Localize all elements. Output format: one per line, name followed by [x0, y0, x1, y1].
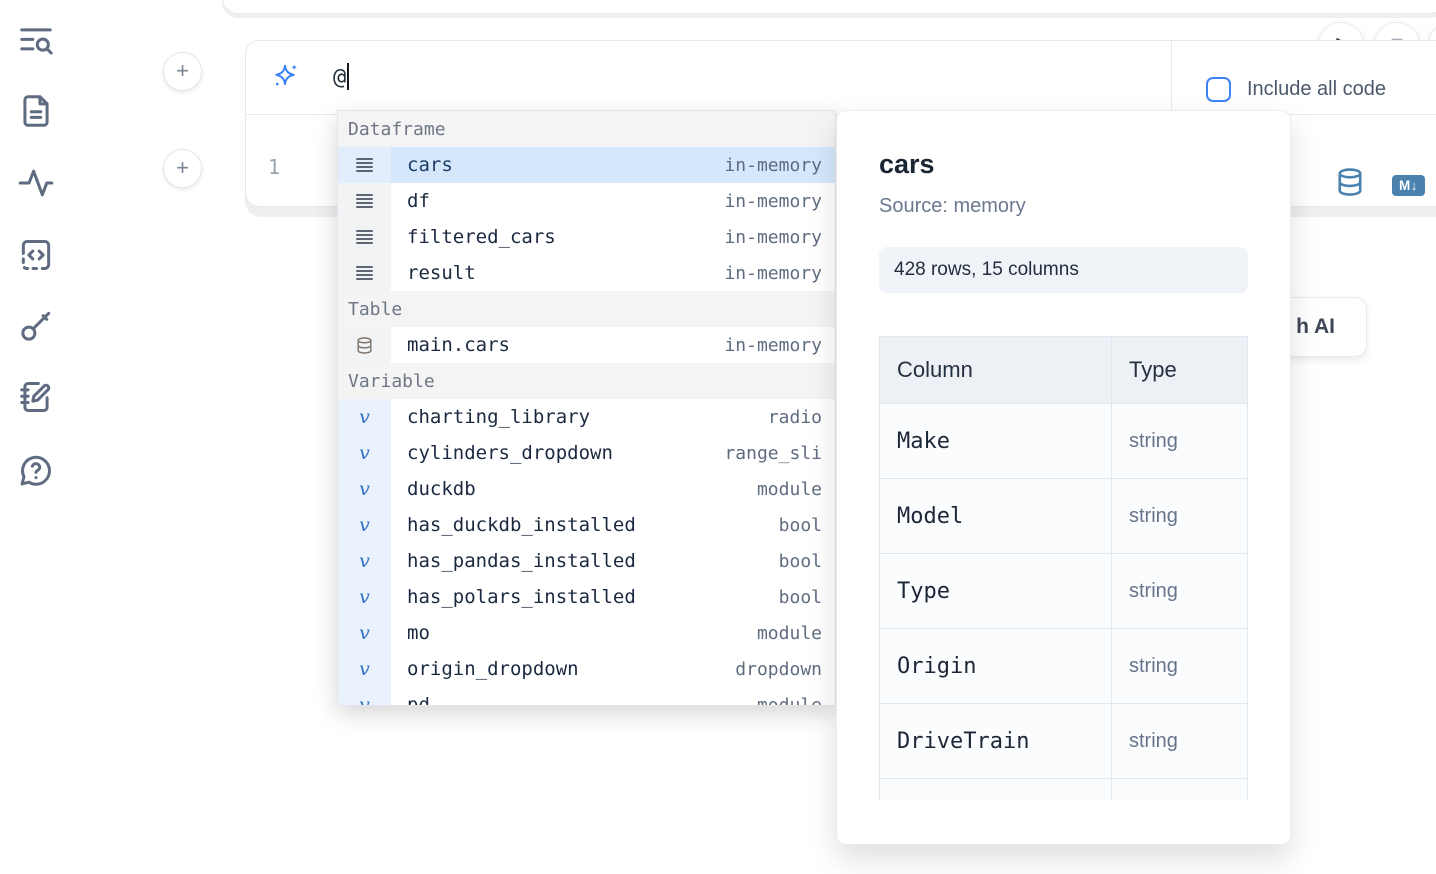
- column-name: Model: [879, 478, 1112, 554]
- sparkles-ai-icon: [270, 62, 300, 92]
- text-caret: [347, 63, 350, 90]
- schema-row: Make string: [879, 403, 1248, 479]
- dataframe-preview-popup: cars Source: memory 428 rows, 15 columns…: [836, 110, 1291, 845]
- database-icon[interactable]: [1336, 167, 1364, 197]
- schema-header-row: Column Type: [879, 336, 1248, 404]
- line-number: 1: [267, 155, 281, 179]
- column-type: string: [1111, 478, 1248, 554]
- column-type: string: [1111, 628, 1248, 704]
- schema-row: Origin string: [879, 628, 1248, 704]
- column-header: Column: [879, 336, 1112, 404]
- schema-row-clipped: [879, 778, 1248, 800]
- ai-prompt-row: @ Include all code: [246, 41, 1436, 115]
- dataframe-icon: [356, 158, 373, 172]
- column-name: DriveTrain: [879, 703, 1112, 779]
- schema-row: Type string: [879, 553, 1248, 629]
- dataframe-icon: [356, 266, 373, 280]
- table-of-contents-search-icon[interactable]: [17, 22, 55, 60]
- variable-icon: v: [359, 622, 370, 644]
- column-type: string: [1111, 553, 1248, 629]
- section-header-variable: Variable: [338, 363, 835, 399]
- section-header-table: Table: [338, 291, 835, 327]
- variable-icon: v: [359, 514, 370, 536]
- ai-prompt-input[interactable]: @: [333, 41, 350, 114]
- dataframe-icon: [356, 230, 373, 244]
- include-all-code-label: Include all code: [1247, 78, 1386, 100]
- markdown-export-icon[interactable]: M↓: [1392, 175, 1425, 196]
- dataframe-icon: [356, 194, 373, 208]
- column-name: Origin: [879, 628, 1112, 704]
- popup-title: cars: [879, 149, 935, 179]
- key-icon[interactable]: [17, 307, 55, 345]
- notebook-pen-icon[interactable]: [17, 378, 55, 416]
- schema-table: Column Type Make string Model string Typ…: [879, 336, 1248, 800]
- column-name: Make: [879, 403, 1112, 479]
- include-all-code-control[interactable]: Include all code: [1206, 77, 1386, 102]
- schema-row: Model string: [879, 478, 1248, 554]
- add-cell-button-top[interactable]: +: [163, 52, 202, 91]
- table-database-icon: [357, 336, 372, 354]
- prompt-value: @: [333, 65, 347, 90]
- ai-button-label: h AI: [1296, 315, 1335, 338]
- activity-icon[interactable]: [17, 164, 55, 202]
- column-type: string: [1111, 703, 1248, 779]
- prompt-divider: [1171, 41, 1172, 114]
- help-chat-icon[interactable]: [17, 451, 55, 489]
- variable-icon: v: [359, 694, 370, 706]
- column-type: string: [1111, 403, 1248, 479]
- section-header-dataframe: Dataframe: [338, 111, 835, 147]
- file-document-icon[interactable]: [17, 92, 55, 130]
- code-snippet-icon[interactable]: [17, 236, 55, 274]
- variable-icon: v: [359, 478, 370, 500]
- variable-icon: v: [359, 442, 370, 464]
- variable-icon: v: [359, 406, 370, 428]
- variable-icon: v: [359, 586, 370, 608]
- previous-cell-bottom-edge: [222, 0, 1436, 14]
- schema-row: DriveTrain string: [879, 703, 1248, 779]
- variable-icon: v: [359, 658, 370, 680]
- popup-shape-badge: 428 rows, 15 columns: [879, 247, 1248, 293]
- add-cell-button-bottom[interactable]: +: [163, 149, 202, 188]
- type-header: Type: [1111, 336, 1248, 404]
- variable-icon: v: [359, 550, 370, 572]
- popup-source: Source: memory: [879, 195, 1026, 217]
- column-name: Type: [879, 553, 1112, 629]
- include-all-code-checkbox[interactable]: [1206, 77, 1231, 102]
